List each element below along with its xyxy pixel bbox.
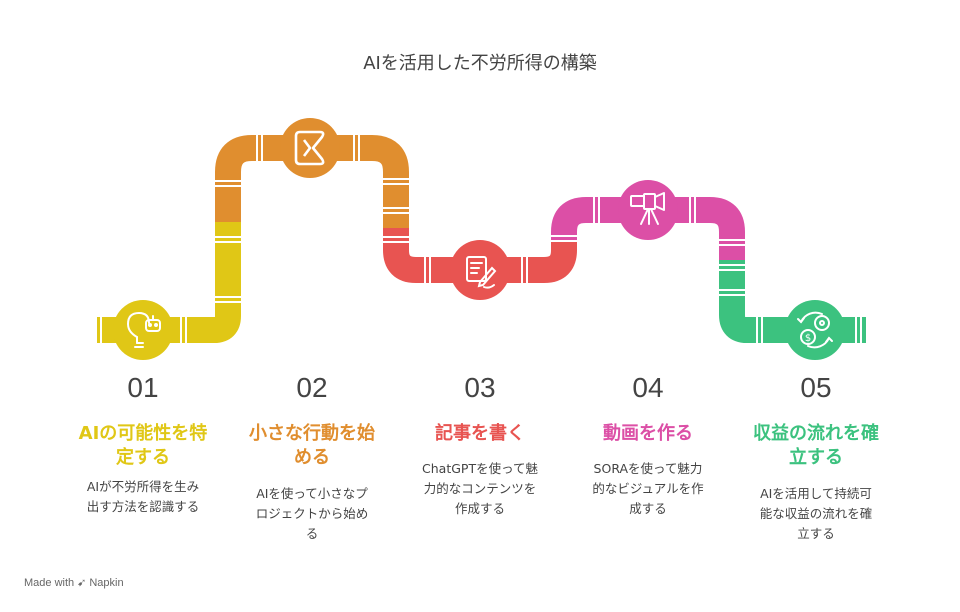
step-4-title-line: 動画を作る [603,423,693,444]
step-3-title: 記事を書く [398,422,562,446]
step-4-node [618,180,678,240]
step-3-number: 03 [464,372,496,403]
step-5-desc-line: AIを活用して持続可 [760,486,872,501]
step-2-number: 02 [296,372,328,403]
footer-made-with: Made with [24,577,75,589]
revenue-cycle-icon: $ [797,311,833,349]
step-1-node [113,300,173,360]
pipe-flanges [95,132,862,346]
step-3-desc-line: 力的なコンテンツを [423,481,537,496]
step-3-description: ChatGPTを使って魅 力的なコンテンツを 作成する [406,459,554,519]
step-2-node [280,118,340,178]
step-1-description: AIが不労所得を生み 出す方法を認識する [69,477,217,517]
step-1-number: 01 [127,372,159,403]
step-4-desc-line: 成する [629,501,667,516]
video-camera-icon [630,192,665,225]
step-4-title: 動画を作る [566,422,730,446]
footer-watermark[interactable]: Made with➹Napkin [24,576,124,589]
step-3-desc-line: ChatGPTを使って魅 [422,461,538,476]
diagram-title: AIを活用した不労所得の構築 [363,53,597,74]
step-5-node: $ [785,300,845,360]
step-1-desc-line: AIが不労所得を生み [86,479,200,494]
lightbulb-robot-icon [126,311,161,348]
step-5-desc-line: 立する [797,526,835,541]
step-5-title-line: 収益の流れを確 [753,423,879,444]
step-1-title-line: AIの可能性を特 [78,423,208,444]
step-3-desc-line: 作成する [454,501,505,516]
step-5-description: AIを活用して持続可 能な収益の流れを確 立する [742,484,890,544]
pipe-segment-1 [95,220,241,343]
svg-text:$: $ [805,333,811,344]
step-2-title-line: める [294,447,330,468]
step-2-description: AIを使って小さなプ ロジェクトから始め る [238,484,386,544]
step-1-title: AIの可能性を特 定する [61,422,225,470]
step-4-desc-line: 的なビジュアルを作 [592,481,704,496]
step-2-desc-line: ロジェクトから始め [255,506,369,521]
step-4-description: SORAを使って魅力 的なビジュアルを作 成する [574,459,722,519]
step-5-number: 05 [800,372,832,403]
footer-brand: Napkin [89,577,124,589]
step-1-title-line: 定する [116,447,170,468]
step-2-desc-line: る [305,526,319,541]
step-1-desc-line: 出す方法を認識する [86,499,200,514]
step-2-title: 小さな行動を始 める [230,422,394,470]
step-2-title-line: 小さな行動を始 [249,423,375,444]
step-4-desc-line: SORAを使って魅力 [593,461,703,476]
step-3-title-line: 記事を書く [435,423,525,444]
napkin-logo-icon: ➹ [77,577,87,589]
step-5-title-line: 立する [789,447,843,468]
pipe-segment-5 [719,260,866,343]
step-3-node [450,240,510,300]
capcut-logo-icon [294,130,325,166]
step-2-desc-line: AIを使って小さなプ [256,486,368,501]
step-5-title: 収益の流れを確 立する [734,422,898,470]
step-4-number: 04 [632,372,664,403]
step-5-desc-line: 能な収益の流れを確 [759,506,873,521]
writing-document-icon [466,256,497,289]
